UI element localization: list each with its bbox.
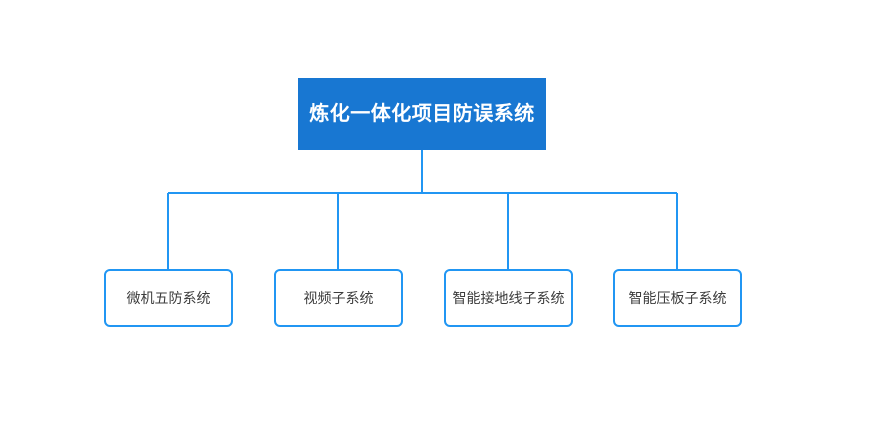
child-node-2-label: 视频子系统: [303, 289, 374, 306]
child-node-4[interactable]: 智能压板子系统: [613, 269, 742, 327]
child-node-1-label: 微机五防系统: [126, 289, 211, 306]
root-node-label: 炼化一体化项目防误系统: [309, 103, 535, 125]
root-node[interactable]: 炼化一体化项目防误系统: [298, 78, 546, 150]
child-node-1[interactable]: 微机五防系统: [104, 269, 233, 327]
child-node-4-label: 智能压板子系统: [628, 289, 727, 306]
child-node-3[interactable]: 智能接地线子系统: [444, 269, 573, 327]
child-node-2[interactable]: 视频子系统: [274, 269, 403, 327]
child-node-3-label: 智能接地线子系统: [452, 289, 565, 306]
